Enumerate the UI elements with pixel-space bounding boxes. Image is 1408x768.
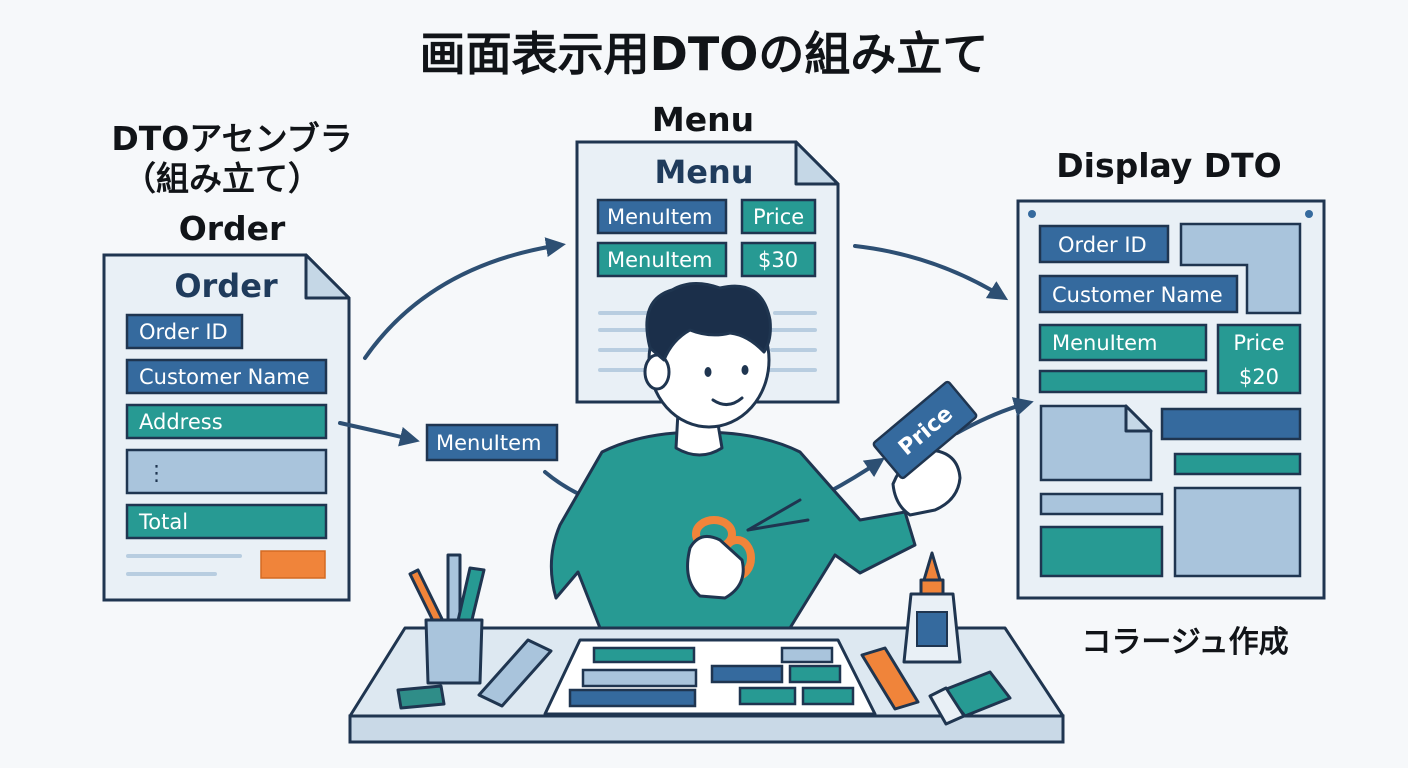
display-order-id-field xyxy=(1038,224,1170,264)
assembler-sublabel: （組み立て） xyxy=(123,159,321,198)
order-id-label: Order ID xyxy=(139,320,228,344)
menu-document-title: Menu xyxy=(654,153,753,191)
arrow-menu-to-display xyxy=(853,244,1009,301)
order-label: Order xyxy=(179,209,286,248)
display-menu-item-label: MenuItem xyxy=(1052,331,1157,355)
ellipsis-field xyxy=(125,448,328,495)
arrow-tag-to-display xyxy=(955,397,1034,435)
order-document-title: Order xyxy=(174,267,278,305)
display-dto-label: Display DTO xyxy=(1056,146,1282,185)
menu-item-label-1: MenuItem xyxy=(607,205,712,229)
address-label: Address xyxy=(139,410,223,434)
menu-item-chip-1 xyxy=(596,198,728,235)
ellipsis-label: ⋮ xyxy=(146,461,167,485)
display-price-box xyxy=(1216,323,1302,395)
pencil-cup xyxy=(408,553,486,685)
arrow-order-to-menu xyxy=(363,237,566,360)
menu-label: Menu xyxy=(652,100,754,139)
page-title: 画面表示用DTOの組み立て xyxy=(420,27,989,81)
person-illustration xyxy=(549,282,962,630)
order-id-field xyxy=(125,313,244,350)
desk xyxy=(348,626,1065,744)
price-chip xyxy=(740,198,817,235)
display-dto-document: Order ID Customer Name MenuItem Price $2… xyxy=(1016,199,1326,600)
display-price-value: $20 xyxy=(1239,365,1279,389)
total-label: Total xyxy=(138,510,188,534)
price-chip-label: Price xyxy=(753,205,804,229)
address-field xyxy=(125,403,328,440)
glue-stick xyxy=(928,670,1012,726)
loose-menu-item-chip xyxy=(425,423,559,462)
loose-menu-item-label: MenuItem xyxy=(436,431,541,455)
arrow-person-to-tag xyxy=(825,457,885,495)
menu-item-label-2: MenuItem xyxy=(607,248,712,272)
collage-label: コラージュ作成 xyxy=(1081,625,1288,660)
display-menu-item-field xyxy=(1038,323,1208,362)
arrow-order-to-chip xyxy=(338,421,420,447)
order-document: Order Order ID Customer Name Address ⋮ T… xyxy=(102,253,351,602)
display-customer-name-field xyxy=(1038,274,1239,314)
menu-item-chip-2 xyxy=(596,241,728,278)
price-value-chip xyxy=(740,241,817,278)
assembler-label: DTOアセンブラ xyxy=(111,119,352,158)
customer-name-field xyxy=(125,358,328,395)
menu-document: Menu MenuItem Price MenuItem $30 xyxy=(575,140,840,404)
customer-name-label: Customer Name xyxy=(139,365,310,389)
orange-tag xyxy=(260,550,326,579)
glue-bottle xyxy=(902,551,962,664)
total-field xyxy=(125,503,328,540)
display-customer-name-label: Customer Name xyxy=(1052,283,1223,307)
display-order-id-label: Order ID xyxy=(1058,233,1147,257)
price-value-label: $30 xyxy=(758,248,798,272)
display-price-label: Price xyxy=(1233,331,1284,355)
